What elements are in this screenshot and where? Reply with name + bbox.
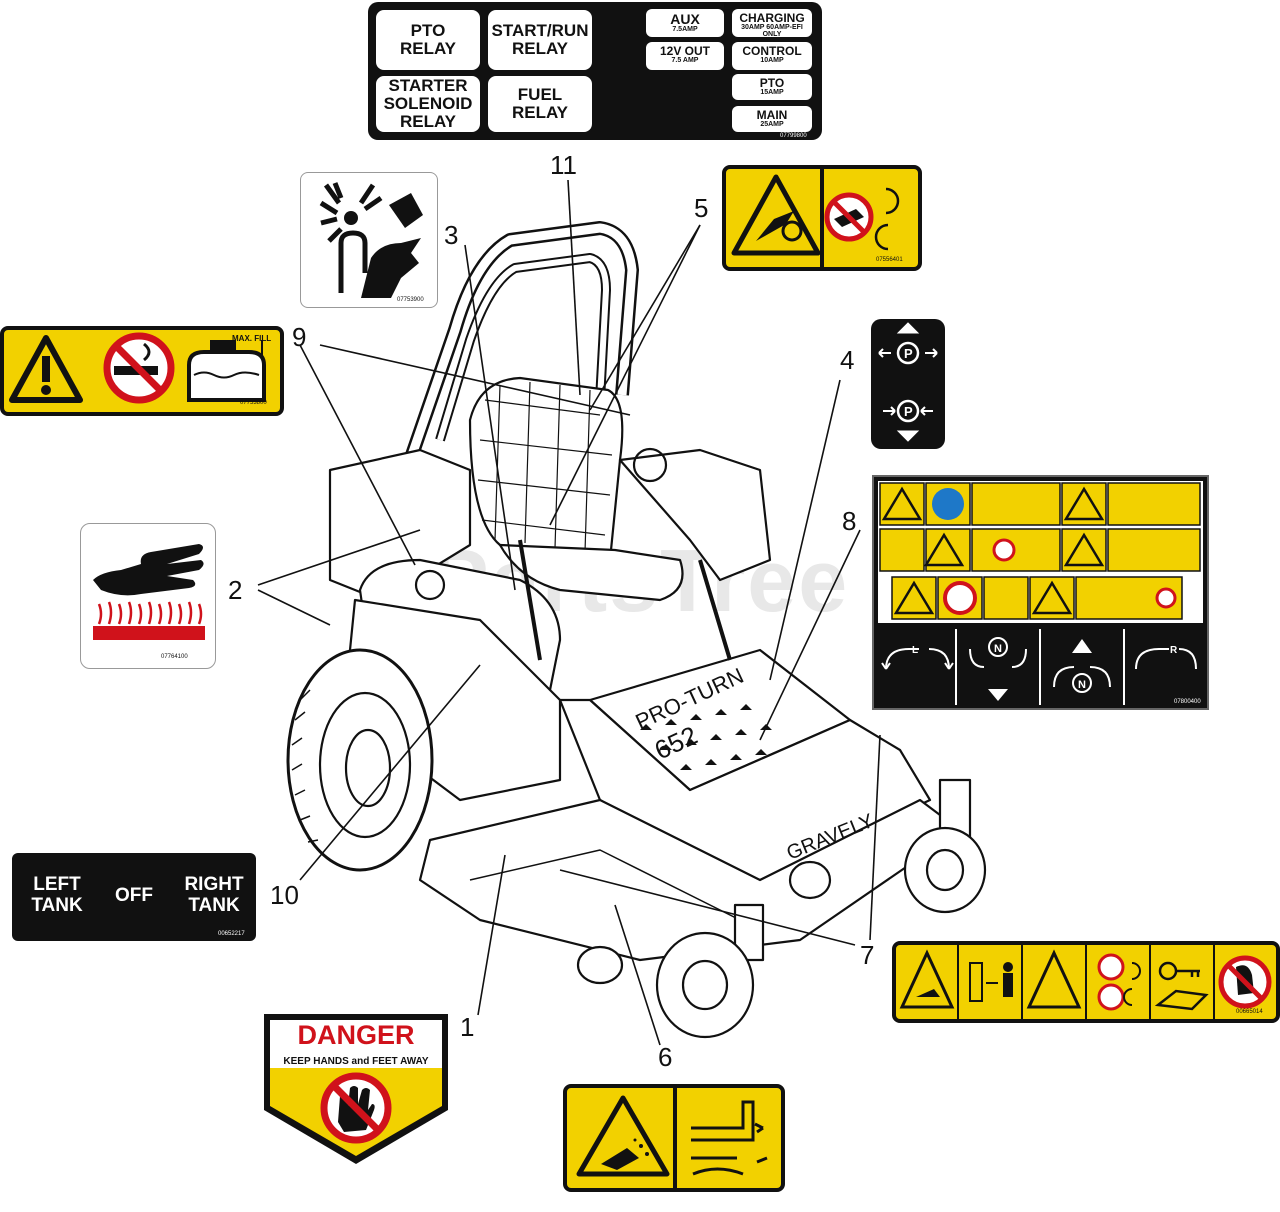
callout-7: 7 — [860, 940, 875, 970]
callout-1: 1 — [460, 1012, 475, 1042]
no-riders-icon — [1097, 953, 1125, 1011]
operator-warning-decal: 00665014 — [892, 941, 1280, 1023]
entanglement-warning-icon — [731, 174, 821, 256]
svg-text:N: N — [994, 643, 1002, 655]
left-turn-icon — [881, 648, 954, 670]
stop-engine-icon — [824, 187, 900, 251]
entanglement-decal: 07556401 — [722, 165, 922, 271]
deck-chute-icon — [691, 1100, 768, 1176]
callout-2: 2 — [228, 575, 243, 605]
park-engage-icon — [878, 322, 938, 365]
svg-text:N: N — [1078, 679, 1086, 691]
part-code-thrown: 00665014 — [1236, 1009, 1263, 1015]
tank-selector-decal: LEFT TANK OFF RIGHT TANK 00652217 — [12, 853, 256, 941]
danger-decal: DANGER KEEP HANDS and FEET AWAY — [258, 1010, 454, 1166]
callout-4: 4 — [840, 345, 855, 375]
svg-text:L: L — [912, 645, 918, 656]
callout-5: 5 — [694, 193, 709, 223]
fuel-tank-fill-icon — [187, 340, 266, 402]
fuel-warning-decal: MAX. FILL 07753800 — [0, 326, 284, 416]
danger-subtitle: KEEP HANDS and FEET AWAY — [283, 1056, 429, 1067]
part-code-tank: 00652217 — [218, 931, 245, 937]
heat-icon — [97, 601, 203, 625]
off-label: OFF — [115, 885, 153, 906]
right-turn-icon — [1135, 648, 1197, 670]
svg-text:P: P — [904, 404, 913, 419]
hot-surface-decal: 07764100 — [80, 523, 216, 669]
callout-10: 10 — [270, 880, 299, 910]
part-code-fuel: 07753800 — [240, 400, 267, 406]
callout-8: 8 — [842, 506, 857, 536]
pto-relay-label: PTO RELAY — [376, 10, 480, 70]
park-release-icon — [883, 399, 933, 442]
crush-hazard-decal: 07753900 — [300, 172, 438, 308]
callout-9: 9 — [292, 322, 307, 352]
svg-text:P: P — [904, 346, 913, 361]
left-tank-label: LEFT TANK — [31, 874, 83, 916]
right-tank-label: RIGHT TANK — [184, 874, 244, 916]
operator-safety-decal: N N L R 07800400 — [872, 475, 1209, 710]
thrown-object-warning-icon — [576, 1095, 670, 1177]
part-code-fuse: 07799800 — [780, 133, 807, 139]
starter-solenoid-relay-label: STARTER SOLENOID RELAY — [376, 76, 480, 132]
start-run-relay-label: START/RUN RELAY — [488, 10, 592, 70]
forward-icon — [1053, 666, 1111, 693]
debris-warning-icon — [899, 949, 955, 1009]
part-code-crush: 07753900 — [397, 297, 424, 303]
crush-hazard-icon — [319, 182, 423, 298]
hand-icon — [93, 544, 204, 596]
fuse-relay-decal: PTO RELAY START/RUN RELAY STARTER SOLENO… — [368, 2, 822, 140]
max-fill-label: MAX. FILL — [232, 334, 272, 343]
thrown-object-decal — [563, 1084, 785, 1192]
safety-pictograms — [879, 482, 1201, 620]
bystander-warning-icon — [1026, 949, 1082, 1009]
no-step-icon — [1218, 955, 1272, 1009]
svg-text:R: R — [1170, 645, 1178, 656]
part-code-ops: 07800400 — [1174, 699, 1201, 705]
key-remove-icon — [1154, 961, 1209, 1011]
danger-title: DANGER — [297, 1020, 415, 1050]
no-smoking-icon — [103, 332, 175, 404]
part-code-entangle: 07556401 — [876, 257, 903, 263]
callout-3: 3 — [444, 220, 459, 250]
part-code-hot: 07764100 — [161, 654, 188, 660]
callout-6: 6 — [658, 1042, 673, 1072]
fuel-relay-label: FUEL RELAY — [488, 76, 592, 132]
park-brake-decal: P P — [871, 319, 945, 449]
callout-11: 11 — [550, 150, 577, 180]
neutral-icon — [969, 637, 1027, 668]
